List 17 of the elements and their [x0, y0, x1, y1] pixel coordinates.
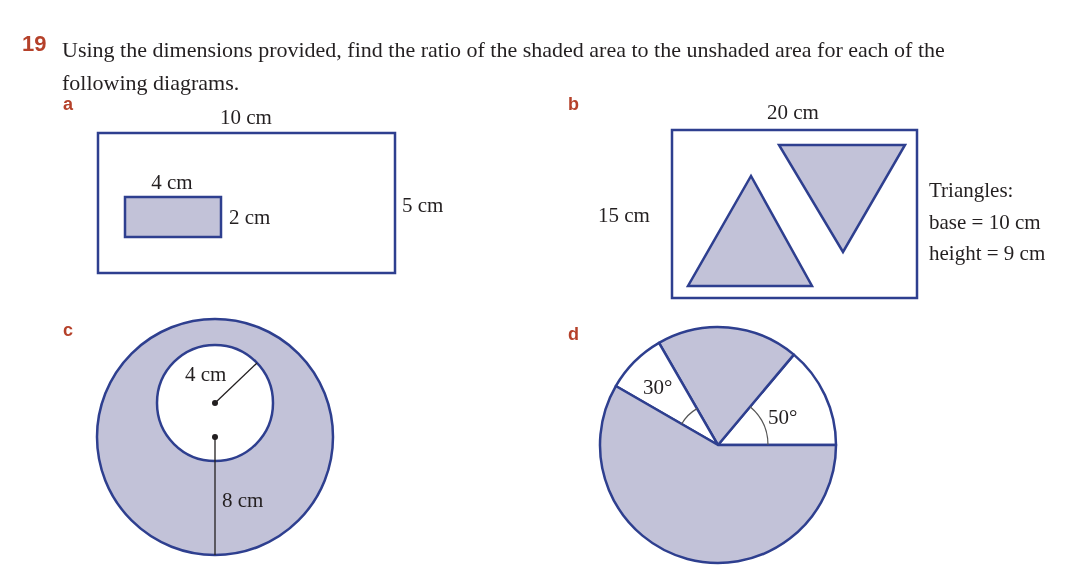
- note-text: base = 10 cm: [929, 210, 1041, 234]
- angle-label: 50°: [768, 405, 798, 429]
- question-number: 19: [22, 32, 47, 56]
- dimension-label: 8 cm: [222, 488, 264, 512]
- dimension-label: 15 cm: [598, 203, 650, 227]
- part-label: d: [568, 323, 579, 346]
- note-text: Triangles:: [929, 178, 1014, 202]
- dimension-label: 4 cm: [151, 170, 193, 194]
- dimension-label: 10 cm: [220, 105, 272, 129]
- dimension-label: 20 cm: [767, 100, 819, 124]
- dimension-label: 4 cm: [185, 362, 227, 386]
- dimension-label: 2 cm: [229, 205, 271, 229]
- part-label: c: [63, 319, 73, 342]
- dimension-label: 5 cm: [402, 193, 444, 217]
- note-text: height = 9 cm: [929, 241, 1046, 265]
- angle-label: 30°: [643, 375, 673, 399]
- part-label: a: [63, 94, 73, 116]
